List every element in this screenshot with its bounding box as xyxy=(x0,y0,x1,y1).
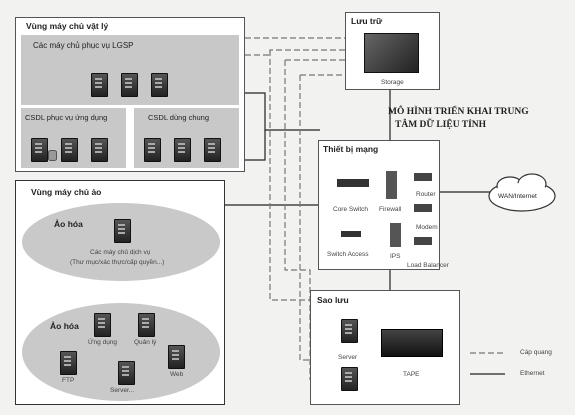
lgsp-server-icon xyxy=(91,73,108,97)
switch-access-label: Switch Access xyxy=(327,251,369,258)
ethernet-link-physical xyxy=(245,92,320,131)
db-server-icon xyxy=(61,138,78,162)
service-server-icon xyxy=(114,219,131,243)
virtualization-group-1: Ảo hóa Các máy chủ dịch vụ (Thư mục/xác … xyxy=(22,203,220,281)
tape-library-icon xyxy=(381,329,443,357)
ips-label: IPS xyxy=(390,253,401,260)
router-icon xyxy=(414,173,432,181)
modem-icon xyxy=(414,204,432,212)
db-server-icon xyxy=(204,138,221,162)
management-server-icon xyxy=(138,313,155,337)
lgsp-label: Các máy chủ phục vụ LGSP xyxy=(33,41,134,50)
backup-server-icon-2 xyxy=(341,367,358,391)
virt1-title: Ảo hóa xyxy=(54,219,83,229)
app-server-icon xyxy=(94,313,111,337)
storage-array-icon xyxy=(364,33,419,73)
virtual-server-zone: Vùng máy chủ ảo Ảo hóa Các máy chủ dịch … xyxy=(15,180,225,405)
model-title-line1: MÔ HÌNH TRIỂN KHAI TRUNG xyxy=(388,107,529,117)
modem-label: Modem xyxy=(416,224,438,231)
db-server-icon xyxy=(144,138,161,162)
model-title-line2: TÂM DỮ LIỆU TỈNH xyxy=(395,120,487,130)
lgsp-server-group: Các máy chủ phục vụ LGSP xyxy=(21,35,239,105)
backup-server-icon xyxy=(341,319,358,343)
load-balancer-label: Load Balancer xyxy=(407,262,449,269)
ips-icon xyxy=(390,223,401,247)
app-db-label: CSDL phục vụ ứng dụng xyxy=(25,113,108,122)
db-server-icon xyxy=(174,138,191,162)
network-devices-box: Thiết bị mạng Core Switch Firewall Route… xyxy=(318,140,449,270)
lgsp-server-icon xyxy=(151,73,168,97)
legend-fiber-label: Cáp quang xyxy=(520,349,552,356)
storage-title: Lưu trữ xyxy=(351,16,383,26)
virt2-server-label: Server... xyxy=(110,387,135,394)
wan-label: WAN/Internet xyxy=(498,193,537,200)
virt2-ftp-label: FTP xyxy=(62,377,75,384)
backup-server-label: Server xyxy=(338,354,358,361)
storage-device-label: Storage xyxy=(381,79,404,86)
virt2-web-label: Web xyxy=(170,371,184,378)
network-title: Thiết bị mạng xyxy=(323,144,379,154)
virt2-app-label: Ứng dụng xyxy=(88,339,118,346)
db-server-icon xyxy=(31,138,48,162)
virtualization-group-2: Ảo hóa Ứng dụng Quản lý FTP Web Server..… xyxy=(22,303,220,401)
ethernet-link-db xyxy=(245,130,266,161)
virt2-mgmt-label: Quản lý xyxy=(134,339,157,346)
firewall-icon xyxy=(386,171,397,199)
physical-zone-title: Vùng máy chủ vật lý xyxy=(26,21,109,31)
shared-db-group: CSDL dùng chung xyxy=(134,108,239,168)
virt1-line2: (Thư mục/xác thực/cấp quyền...) xyxy=(70,259,165,266)
router-label: Router xyxy=(416,191,436,198)
misc-server-icon xyxy=(118,361,135,385)
legend-ethernet-label: Ethernet xyxy=(520,370,545,377)
shared-db-label: CSDL dùng chung xyxy=(148,113,210,122)
physical-server-zone: Vùng máy chủ vật lý Các máy chủ phục vụ … xyxy=(15,17,245,172)
core-switch-icon xyxy=(337,179,369,187)
virt1-line1: Các máy chủ dịch vụ xyxy=(90,249,151,256)
db-server-icon xyxy=(91,138,108,162)
backup-title: Sao lưu xyxy=(317,295,349,305)
web-server-icon xyxy=(168,345,185,369)
backup-box: Sao lưu Server TAPE xyxy=(310,290,460,405)
storage-box: Lưu trữ Storage xyxy=(345,12,440,90)
fiber-link-3 xyxy=(269,50,320,301)
virt2-title: Ảo hóa xyxy=(50,321,79,331)
load-balancer-icon xyxy=(414,237,432,245)
app-db-group: CSDL phục vụ ứng dụng xyxy=(21,108,126,168)
switch-access-icon xyxy=(341,231,361,237)
core-switch-label: Core Switch xyxy=(333,206,369,213)
fiber-link-7 xyxy=(299,75,330,361)
database-icon xyxy=(48,150,57,161)
virtual-zone-title: Vùng máy chủ ảo xyxy=(31,187,102,197)
tape-label: TAPE xyxy=(403,371,420,378)
lgsp-server-icon xyxy=(121,73,138,97)
ftp-server-icon xyxy=(60,351,77,375)
firewall-label: Firewall xyxy=(379,206,402,213)
